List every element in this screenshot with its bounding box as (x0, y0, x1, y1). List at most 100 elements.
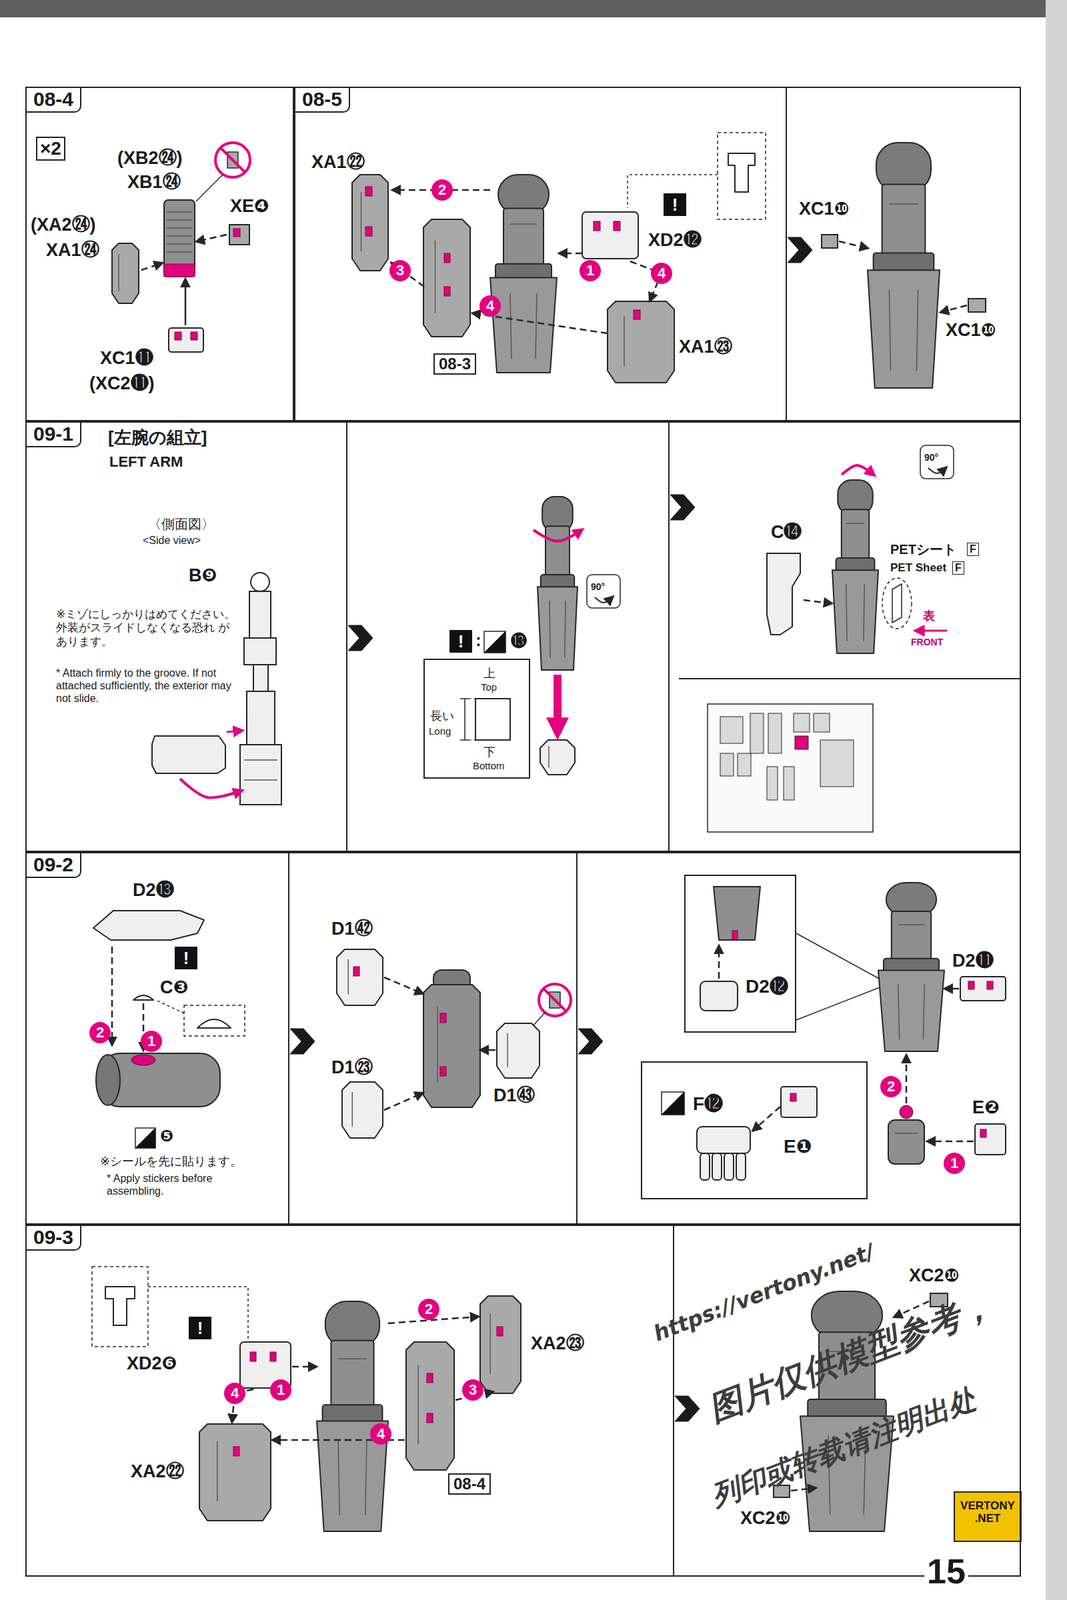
step-panel: 09-308-4 (25, 1225, 1021, 1578)
scan-edge (1045, 0, 1067, 1600)
assembly-arrow (928, 1141, 974, 1144)
peg-hole (131, 1054, 156, 1066)
panel-line (888, 290, 891, 371)
part-outline (197, 1019, 231, 1029)
peg-hole (365, 226, 373, 237)
reference-tag: 08-4 (448, 1473, 491, 1496)
step-number: 08-5 (295, 88, 351, 113)
peg-hole (426, 1413, 433, 1424)
armor-part (766, 553, 801, 635)
part-outline (728, 153, 755, 193)
upper-arm (503, 208, 544, 268)
assembly-arrow (180, 778, 242, 799)
assembly-arrow (753, 1107, 781, 1131)
panel-line (338, 1359, 367, 1361)
prohibition-sign (215, 142, 251, 178)
sticker-icon (661, 1092, 685, 1116)
part-label: XA1㉓ (678, 336, 733, 358)
small-part (968, 298, 986, 313)
peg-hole (174, 332, 182, 341)
part-label: XB1㉔ (127, 172, 181, 193)
inner-frame (244, 638, 277, 665)
sticker-number: ❺ (160, 1127, 174, 1146)
peg-hole (190, 332, 198, 341)
next-step-arrow (290, 1028, 315, 1055)
panel-line (863, 584, 865, 642)
armor-part (199, 1424, 271, 1522)
step-order-number: 1 (579, 260, 601, 282)
note-text: * Attach firmly to the groove. If not at… (56, 666, 238, 706)
panel-line (360, 192, 363, 252)
pet-sheet-label: PET Sheet (890, 561, 947, 575)
panel-divider (668, 421, 670, 853)
step-order-number: 3 (389, 260, 411, 282)
sticker-icon (135, 1128, 156, 1149)
leader-line (196, 174, 223, 202)
part-label: D1㊷ (331, 918, 373, 940)
part-label: (XA2㉔) (30, 214, 97, 236)
upper-arm (891, 911, 931, 963)
panel-line (244, 759, 278, 761)
forearm (537, 586, 578, 671)
peg-hole (593, 221, 601, 231)
part-label: (XB2㉔) (117, 148, 183, 169)
peg-hole (986, 981, 993, 990)
sticker-piece (820, 740, 854, 787)
panel-line (166, 243, 193, 245)
forearm (713, 886, 761, 941)
panel-line (898, 984, 900, 1040)
step-order-number: 1 (140, 1030, 163, 1053)
small-part (582, 212, 639, 259)
small-part (780, 1087, 817, 1118)
rotate-arrow (928, 468, 946, 474)
armor-part (342, 1082, 383, 1139)
hand-part (888, 1120, 925, 1165)
peg-hole (250, 1352, 257, 1362)
step-order-number: 3 (462, 1379, 484, 1402)
sticker-icon (661, 1092, 685, 1116)
rotate-icon (586, 574, 621, 609)
panel-line (166, 211, 193, 213)
finger (736, 1153, 746, 1181)
leader-line (796, 933, 882, 981)
upper-arm (882, 184, 926, 259)
caution-mark: ! (449, 630, 473, 653)
panel-line (417, 1365, 419, 1446)
assembly-arrow (838, 241, 867, 249)
small-part (821, 234, 838, 249)
panel-divider (785, 86, 787, 422)
detail-inset: F⓬E❶ (640, 1061, 868, 1200)
orientation-label: 長い (430, 709, 455, 724)
rotate-arrow (594, 597, 613, 603)
panel-line (352, 1092, 354, 1128)
hand-part (696, 1127, 751, 1154)
sticker-piece (720, 716, 743, 744)
dimension-line (469, 740, 476, 741)
leader-line (156, 1000, 185, 1014)
part-label: XD2⓬ (648, 230, 702, 251)
part-label: F⓬ (692, 1093, 723, 1116)
part-label: XC1❿ (945, 320, 996, 341)
panel-line (166, 227, 193, 229)
step-order-number: 1 (270, 1379, 292, 1402)
panel-divider (288, 852, 290, 1226)
armor-part (93, 910, 205, 941)
peg-hole (444, 253, 451, 263)
sheet-letter: F (952, 561, 965, 575)
prohibition-sign (538, 984, 571, 1017)
assembly-arrow (292, 1366, 316, 1369)
finger (724, 1153, 734, 1181)
colon: : (475, 630, 482, 651)
sticker-piece (793, 713, 810, 733)
finger (700, 1153, 710, 1181)
assembly-arrow (384, 1093, 423, 1111)
panel-line (166, 251, 193, 253)
sticker-piece (766, 766, 778, 801)
frame-ring (250, 572, 270, 592)
part-label: XA2㉒ (130, 1461, 185, 1483)
logo-text: VERTONY .NET (955, 1500, 1020, 1526)
armor-part (406, 1342, 455, 1471)
part-label: XA2㉓ (530, 1333, 585, 1355)
note-text: ※ミゾにしっかりはめてください。 外装がスライドしなくなる恐れ があります。 (56, 608, 238, 649)
orientation-label: 上 (483, 666, 496, 681)
